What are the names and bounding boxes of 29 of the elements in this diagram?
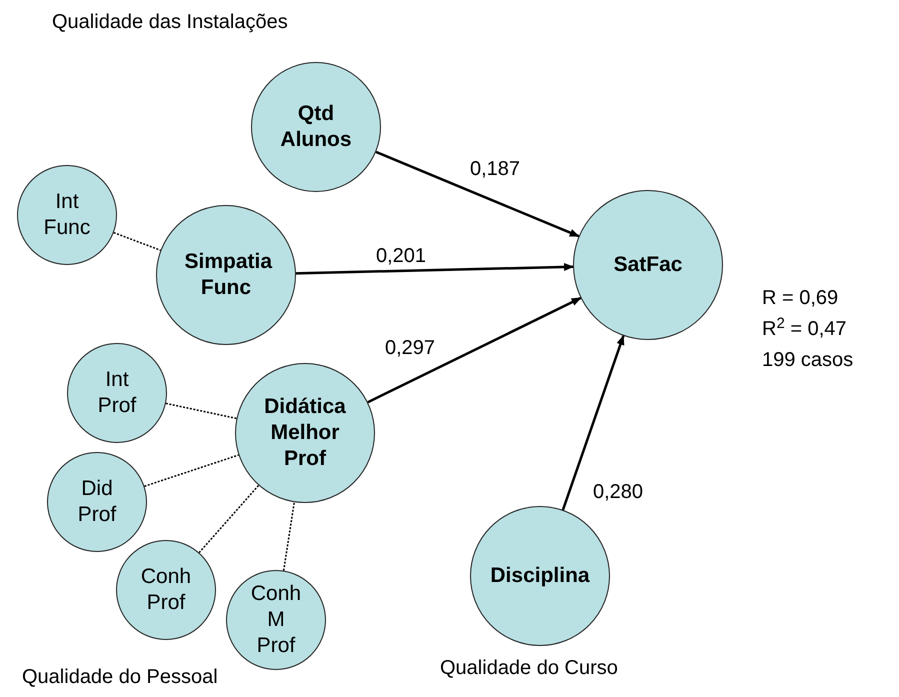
text-label: Qualidade das Instalações [52,10,288,34]
node-label: Conh M Prof [250,581,302,659]
node-label: Qtd Alunos [279,101,353,153]
edge-label: 0,297 [385,336,436,360]
arrow [296,263,574,275]
text-label: 199 casos [762,348,854,372]
dotted-line [198,484,260,554]
text-label: Qualidade do Pessoal [22,665,218,689]
text-label: R = 0,69 [762,286,838,310]
arrow [562,334,625,510]
node-label: Didática Melhor Prof [263,394,347,472]
dotted-line [282,502,296,571]
node-label: Int Prof [96,367,138,419]
node-label: Disciplina [489,563,591,589]
dotted-line [166,402,237,420]
node-label: Int Func [42,189,92,241]
node-label: SatFac [612,252,684,278]
dotted-line [114,232,161,251]
dotted-line [144,454,239,487]
edge-label: 0,187 [470,157,520,181]
text-label: R$^{2}$ = 0,47 [762,317,847,341]
edge-label: 0,280 [593,480,644,504]
arrow [376,150,580,238]
edge-label: 0,201 [376,244,426,268]
text-label: Qualidade do Curso [440,656,618,680]
node-label: Simpatia Func [184,249,272,301]
node-label: Conh Prof [140,564,192,616]
node-label: Did Prof [76,476,118,528]
arrow [367,296,582,404]
